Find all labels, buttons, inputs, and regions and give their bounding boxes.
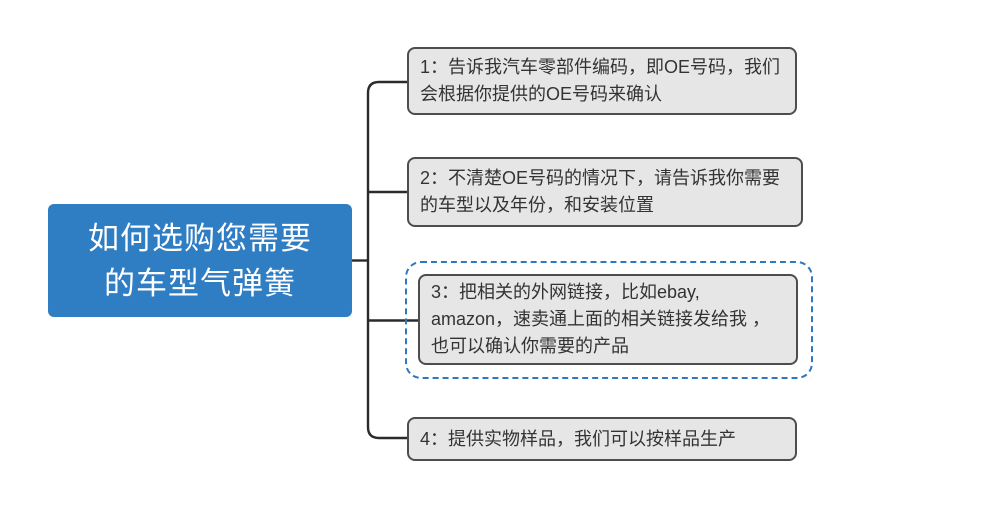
topic-node-1[interactable]: 1：告诉我汽车零部件编码，即OE号码，我们 会根据你提供的OE号码来确认 xyxy=(407,47,797,115)
selection-outline xyxy=(405,261,813,379)
topic-node-3-label: 3：把相关的外网链接，比如ebay, amazon，速卖通上面的相关链接发给我 … xyxy=(431,282,771,356)
topic-node-4[interactable]: 4：提供实物样品，我们可以按样品生产 xyxy=(407,417,797,461)
topic-node-2-label: 2：不清楚OE号码的情况下，请告诉我你需要 的车型以及年份，和安装位置 xyxy=(420,168,781,215)
root-topic-label: 如何选购您需要 的车型气弹簧 xyxy=(88,220,312,301)
root-topic-node[interactable]: 如何选购您需要 的车型气弹簧 xyxy=(48,204,352,317)
topic-node-4-label: 4：提供实物样品，我们可以按样品生产 xyxy=(420,428,737,449)
topic-node-1-label: 1：告诉我汽车零部件编码，即OE号码，我们 会根据你提供的OE号码来确认 xyxy=(420,57,781,104)
topic-node-3[interactable]: 3：把相关的外网链接，比如ebay, amazon，速卖通上面的相关链接发给我 … xyxy=(418,274,798,365)
connector-trunk-branch1-branch4 xyxy=(366,80,407,440)
topic-node-2[interactable]: 2：不清楚OE号码的情况下，请告诉我你需要 的车型以及年份，和安装位置 xyxy=(407,157,803,227)
